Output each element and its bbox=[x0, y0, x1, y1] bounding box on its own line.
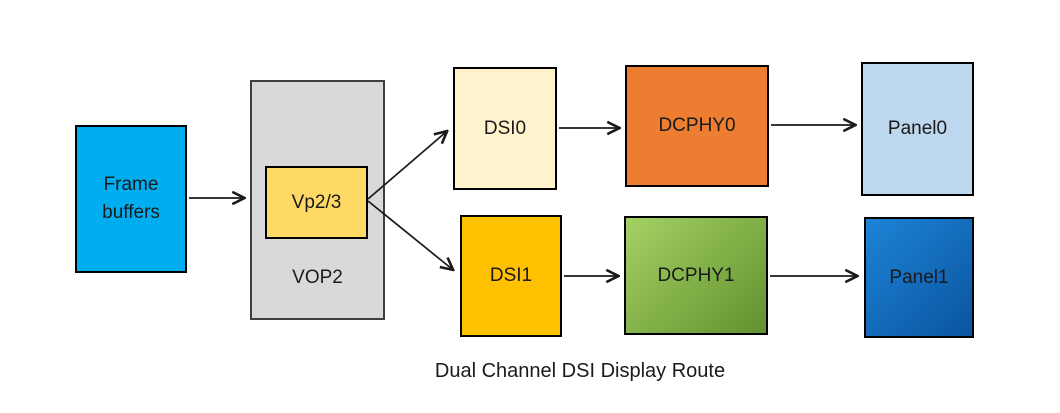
vop2-label: VOP2 bbox=[292, 267, 343, 288]
diagram-caption: Dual Channel DSI Display Route bbox=[434, 360, 726, 382]
panel0-node: Panel0 bbox=[861, 62, 974, 196]
vop2-container-node: Vp2/3 VOP2 bbox=[250, 80, 385, 320]
frame-buffers-node: Frame buffers bbox=[75, 125, 187, 273]
vp23-node: Vp2/3 bbox=[265, 166, 368, 239]
dcphy1-node: DCPHY1 bbox=[624, 216, 768, 335]
dsi0-node: DSI0 bbox=[453, 67, 557, 190]
dcphy0-node: DCPHY0 bbox=[625, 65, 769, 187]
dsi1-node: DSI1 bbox=[460, 215, 562, 337]
panel1-node: Panel1 bbox=[864, 217, 974, 338]
